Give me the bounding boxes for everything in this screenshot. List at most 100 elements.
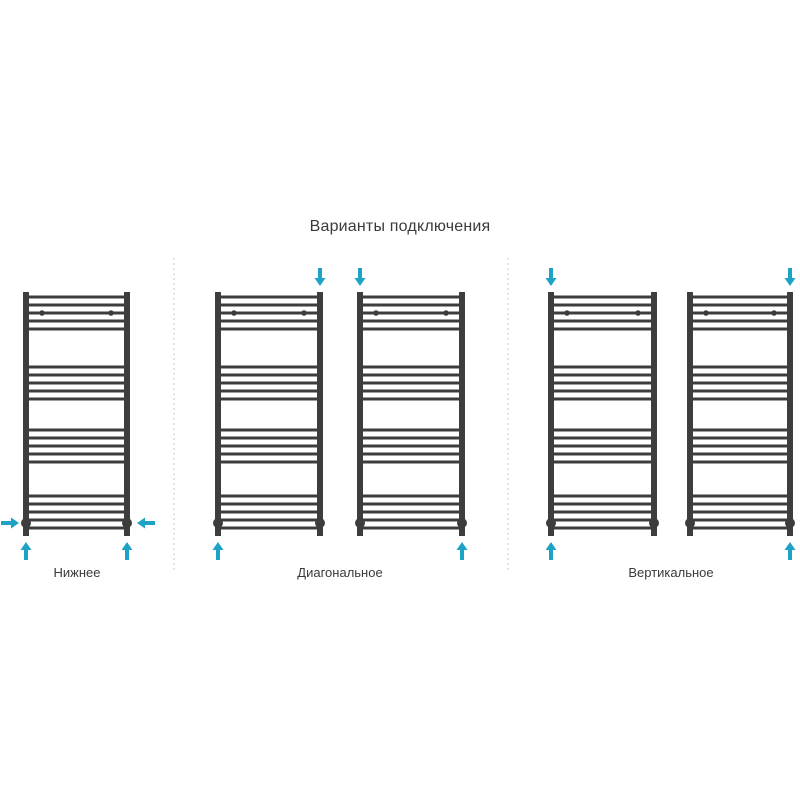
radiator-rung [690,381,790,385]
bottom-connector [546,518,556,528]
radiator-rung [690,494,790,498]
bottom-connector [21,518,31,528]
radiator-rung [551,365,654,369]
radiator-rung [26,389,127,393]
radiator-rung [218,365,320,369]
radiator-rung [218,389,320,393]
radiator-rung [551,460,654,464]
arrow-down-icon [314,268,326,286]
arrow-left-icon [137,517,155,529]
radiator-rung [218,444,320,448]
radiator-rung [218,518,320,522]
radiator-rung [551,502,654,506]
radiator-rung [551,510,654,514]
bottom-connector [122,518,132,528]
bottom-connector [457,518,467,528]
mounting-hole [231,310,237,316]
radiator-rung [360,526,462,530]
radiator-rung [690,502,790,506]
radiator-rung [26,436,127,440]
radiator-rung [551,311,654,315]
radiator-rung [551,373,654,377]
radiator-rung [690,452,790,456]
radiator-rung [690,444,790,448]
bottom-connector [213,518,223,528]
mounting-hole [39,310,45,316]
radiator-right-post [459,292,465,536]
radiator-rung [360,311,462,315]
radiator-rung [551,526,654,530]
radiator-rung [690,389,790,393]
mounting-hole [703,310,709,316]
radiator-rung [218,502,320,506]
radiator-rung [551,327,654,331]
radiator-rung [26,303,127,307]
bottom-connector [649,518,659,528]
radiator-rung [360,381,462,385]
arrow-down-icon [354,268,366,286]
radiator-rung [26,381,127,385]
arrow-down-icon [545,268,557,286]
radiator-diagonal-1 [213,292,325,536]
radiator-rung [360,452,462,456]
radiator-left-post [23,292,29,536]
radiator-rung [26,444,127,448]
radiator-rung [690,303,790,307]
radiator-rung [360,460,462,464]
mounting-hole [635,310,641,316]
radiator-left-post [687,292,693,536]
bottom-connector [785,518,795,528]
radiator-rung [551,295,654,299]
radiator-rung [551,518,654,522]
radiator-rung [26,365,127,369]
radiator-rung [218,510,320,514]
radiator-right-post [787,292,793,536]
radiator-rung [551,397,654,401]
radiator-rung [218,428,320,432]
radiator-rung [26,460,127,464]
radiator-rung [218,397,320,401]
arrow-up-icon [545,542,557,560]
arrow-right-icon [1,517,19,529]
radiator-rung [26,526,127,530]
radiator-rung [551,303,654,307]
radiator-rung [690,436,790,440]
radiator-rung [551,389,654,393]
radiator-bottom-1 [21,292,132,536]
radiator-vertical-1 [546,292,659,536]
radiator-rung [551,436,654,440]
radiator-rung [690,327,790,331]
radiator-rung [218,436,320,440]
radiator-rung [26,327,127,331]
radiator-rung [551,452,654,456]
radiator-rung [26,502,127,506]
radiator-right-post [651,292,657,536]
radiator-rung [218,295,320,299]
radiator-rung [218,303,320,307]
radiator-rung [690,397,790,401]
label-bottom-connection: Нижнее [53,565,101,580]
radiator-rung [360,436,462,440]
bottom-connector [685,518,695,528]
label-vertical-connection: Вертикальное [628,565,714,580]
radiator-rung [551,319,654,323]
radiator-right-post [317,292,323,536]
radiator-rung [218,494,320,498]
radiator-rung [690,460,790,464]
radiator-rung [26,518,127,522]
mounting-hole [564,310,570,316]
radiator-rung [360,373,462,377]
radiator-vertical-2 [685,292,795,536]
label-diagonal-connection: Диагональное [297,565,383,580]
radiator-rung [360,444,462,448]
arrow-down-icon [784,268,796,286]
radiator-rung [551,428,654,432]
mounting-hole [771,310,777,316]
radiator-left-post [215,292,221,536]
radiator-rung [26,428,127,432]
radiator-rung [360,494,462,498]
radiator-rung [218,381,320,385]
radiator-rung [218,327,320,331]
bottom-connector [355,518,365,528]
mounting-hole [301,310,307,316]
